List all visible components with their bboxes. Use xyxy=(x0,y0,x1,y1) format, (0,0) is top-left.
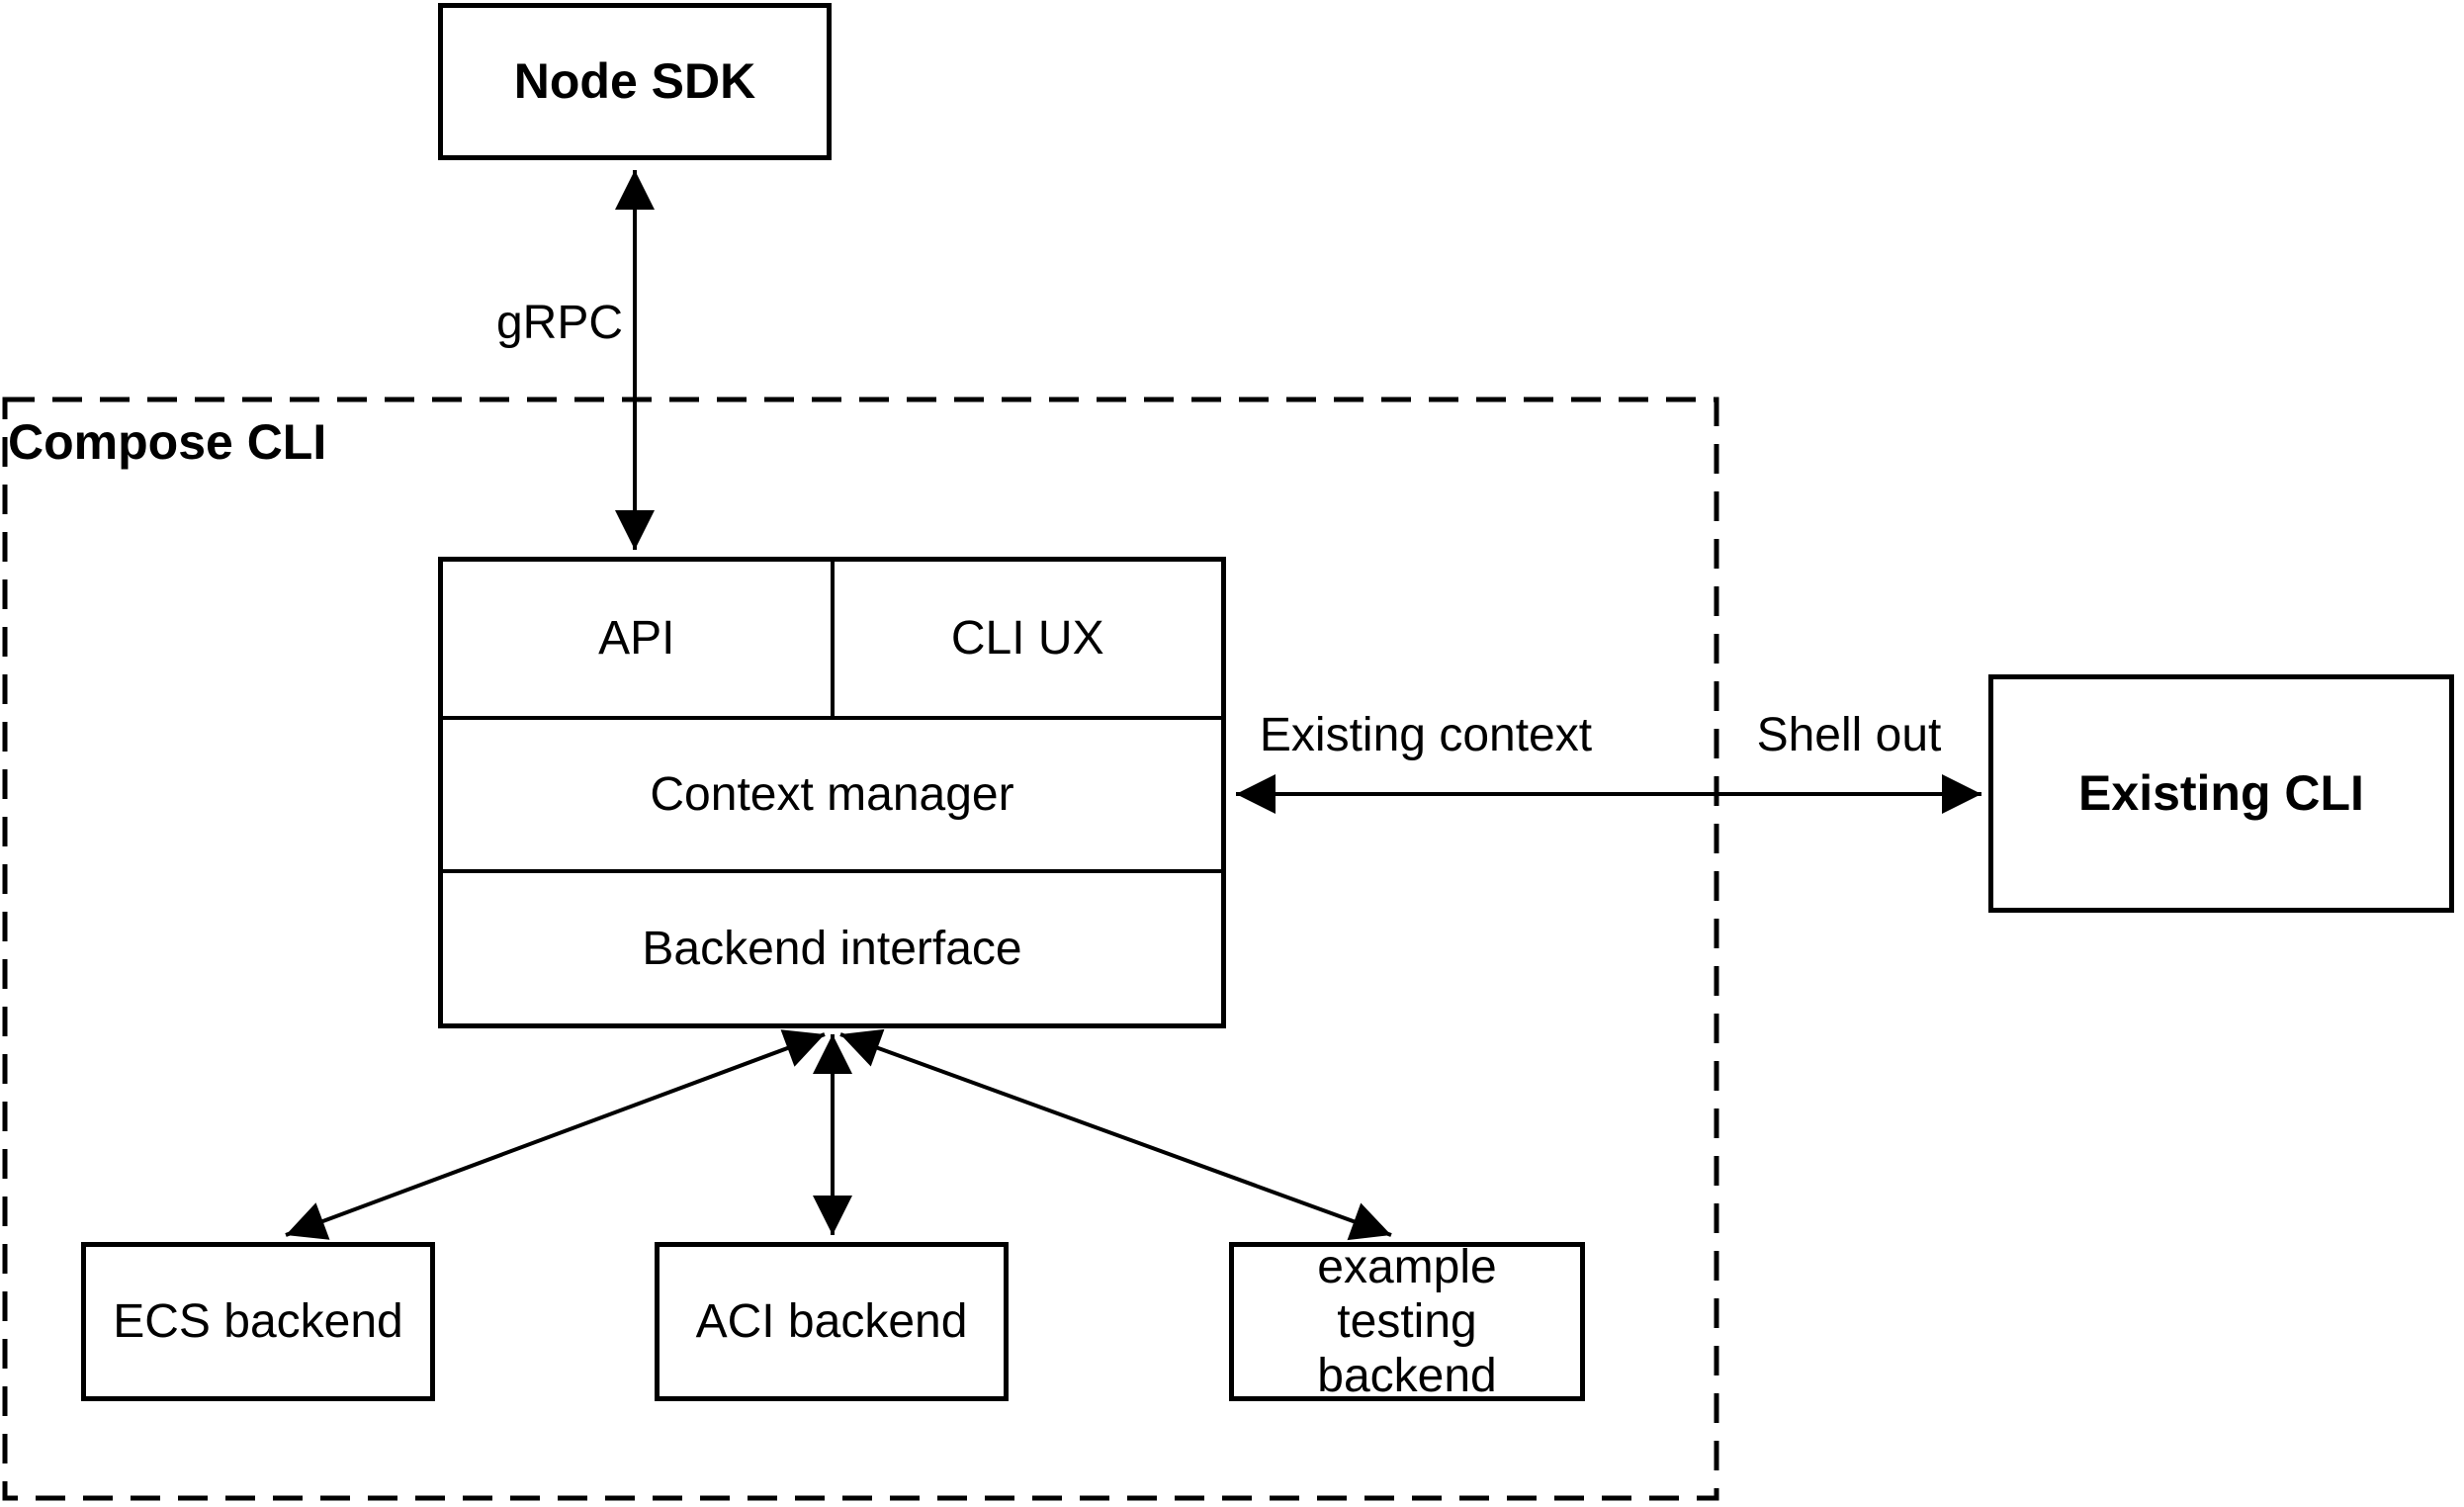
aci-backend-label: ACI backend xyxy=(695,1294,968,1348)
api-cell: API xyxy=(443,562,835,716)
ecs-backend-label: ECS backend xyxy=(113,1294,403,1348)
api-label: API xyxy=(598,612,675,665)
existing-cli-box: Existing CLI xyxy=(1988,674,2454,913)
existing-context-edge-label: Existing context xyxy=(1259,709,1593,761)
backend-interface-row: Backend interface xyxy=(443,869,1221,1023)
example-testing-backend-box: example testing backend xyxy=(1229,1240,1585,1403)
node-sdk-label: Node SDK xyxy=(513,52,756,109)
compose-cli-core-box: API CLI UX Context manager Backend inter… xyxy=(438,557,1226,1028)
cli-ux-cell: CLI UX xyxy=(835,562,1222,716)
backend-example-arrow xyxy=(839,1028,1392,1241)
aci-backend-box: ACI backend xyxy=(655,1242,1009,1401)
cli-ux-label: CLI UX xyxy=(950,612,1104,665)
context-manager-cell: Context manager xyxy=(443,720,1221,870)
example-testing-backend-label: example testing backend xyxy=(1317,1240,1497,1403)
existing-cli-label: Existing CLI xyxy=(2078,764,2364,821)
node-sdk-box: Node SDK xyxy=(438,3,832,160)
grpc-edge-label: gRPC xyxy=(495,297,623,349)
top-row: API CLI UX xyxy=(443,562,1221,716)
context-manager-row: Context manager xyxy=(443,715,1221,870)
context-manager-label: Context manager xyxy=(650,767,1014,821)
ecs-backend-box: ECS backend xyxy=(81,1242,435,1401)
shell-out-edge-label: Shell out xyxy=(1756,709,1942,761)
compose-cli-group-label: Compose CLI xyxy=(8,414,327,470)
backend-interface-label: Backend interface xyxy=(642,922,1022,975)
backend-interface-cell: Backend interface xyxy=(443,873,1221,1023)
backend-ecs-arrow xyxy=(285,1029,826,1240)
